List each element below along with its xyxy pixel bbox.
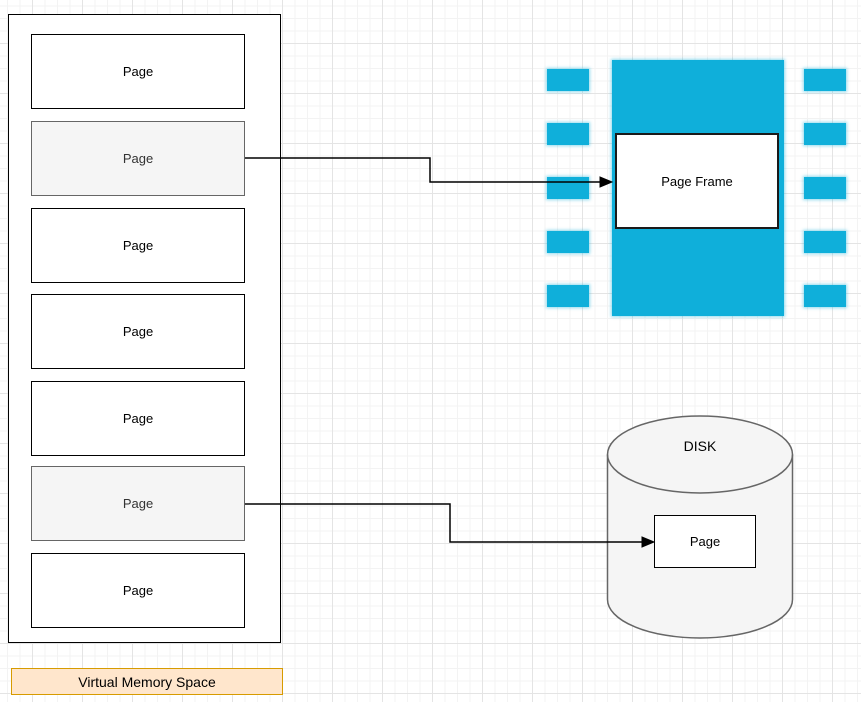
vm-page-4: Page [31,294,245,369]
chip-pin-left-4 [547,231,589,253]
vm-page-1-label: Page [122,64,154,79]
virtual-memory-space-text: Virtual Memory Space [78,673,216,690]
vm-page-1: Page [31,34,245,109]
vm-page-6-mapped: Page [31,466,245,541]
vm-page-3-label: Page [122,238,154,253]
chip-pin-right-4 [804,231,846,253]
chip-pin-right-1 [804,69,846,91]
vm-page-5: Page [31,381,245,456]
vm-page-2-label: Page [122,151,154,166]
arrow-page-to-disk [245,503,656,548]
chip-pin-left-1 [547,69,589,91]
vm-page-2-mapped: Page [31,121,245,196]
chip-pin-right-2 [804,123,846,145]
vm-page-7: Page [31,553,245,628]
page-frame-box: Page Frame [615,133,779,229]
disk-page-box: Page [654,515,756,568]
chip-pin-right-5 [804,285,846,307]
vm-page-7-label: Page [122,583,154,598]
page-frame-label: Page Frame [661,173,733,189]
vm-page-3: Page [31,208,245,283]
disk-label: DISK [683,438,717,454]
chip-pin-left-5 [547,285,589,307]
chip-pin-left-3 [547,177,589,199]
chip-pin-right-3 [804,177,846,199]
vm-page-4-label: Page [122,324,154,339]
disk-page-label: Page [689,534,721,549]
vm-page-5-label: Page [122,411,154,426]
chip-pin-left-2 [547,123,589,145]
virtual-memory-space-label: Virtual Memory Space [11,668,283,695]
vm-page-6-label: Page [122,496,154,511]
